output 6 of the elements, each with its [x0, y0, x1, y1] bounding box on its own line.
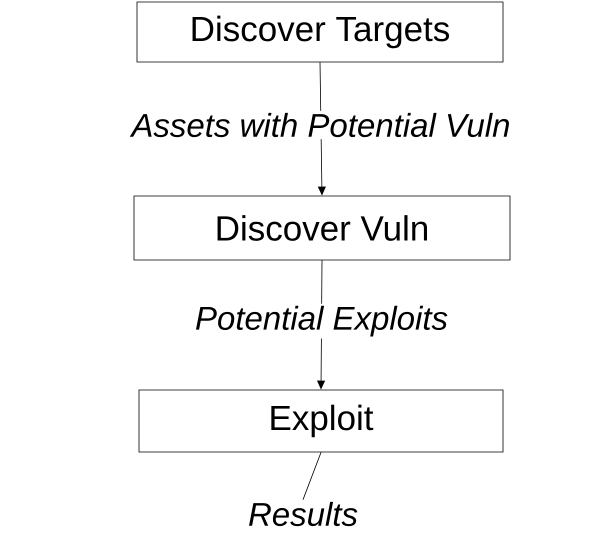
edge-label: Assets with Potential Vuln	[129, 110, 512, 140]
process-box: Exploit	[138, 390, 504, 452]
result-text: Results	[249, 502, 358, 526]
edge-label: Potential Exploits	[192, 304, 450, 338]
process-box: Discover Vuln	[134, 196, 510, 260]
process-box: Discover Targets	[136, 2, 504, 62]
